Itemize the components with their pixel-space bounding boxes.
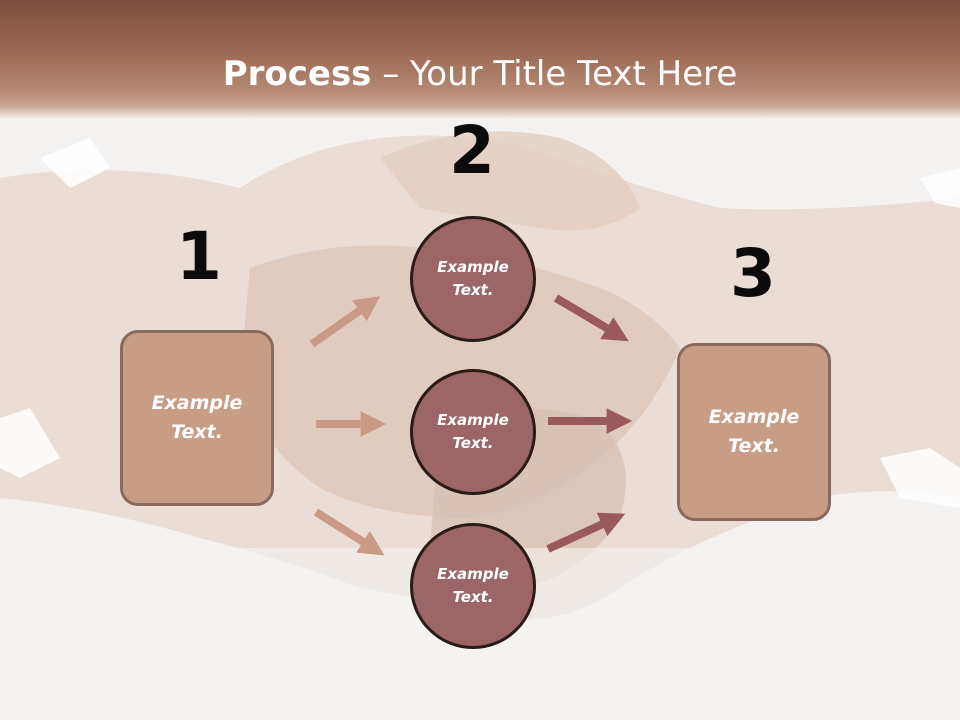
- step-number-1: 1: [176, 218, 222, 295]
- arrow-top-to-3: [553, 294, 629, 342]
- step-2-circle-top: Example Text.: [410, 216, 536, 342]
- step-3-box: Example Text.: [677, 343, 831, 521]
- step-2-circle-middle: Example Text.: [410, 369, 536, 495]
- step-2-circle-bottom: Example Text.: [410, 523, 536, 649]
- title-rest: – Your Title Text Here: [371, 54, 738, 94]
- step-number-2: 2: [449, 112, 495, 189]
- arrow-1-to-top: [309, 296, 381, 348]
- step-1-label: Example Text.: [151, 392, 243, 443]
- title-bar: Process – Your Title Text Here: [0, 0, 960, 118]
- step-3-label: Example Text.: [708, 406, 800, 457]
- arrow-bottom-to-3: [546, 512, 626, 553]
- slide-title: Process – Your Title Text Here: [0, 52, 960, 96]
- step-1-box: Example Text.: [120, 330, 274, 506]
- arrow-1-to-bottom: [313, 508, 385, 556]
- step-number-3: 3: [730, 235, 776, 312]
- title-bold: Process: [222, 54, 372, 94]
- middle-item-2-label: Example Text.: [437, 411, 509, 452]
- middle-item-1-label: Example Text.: [437, 258, 509, 299]
- middle-item-3-label: Example Text.: [437, 565, 509, 606]
